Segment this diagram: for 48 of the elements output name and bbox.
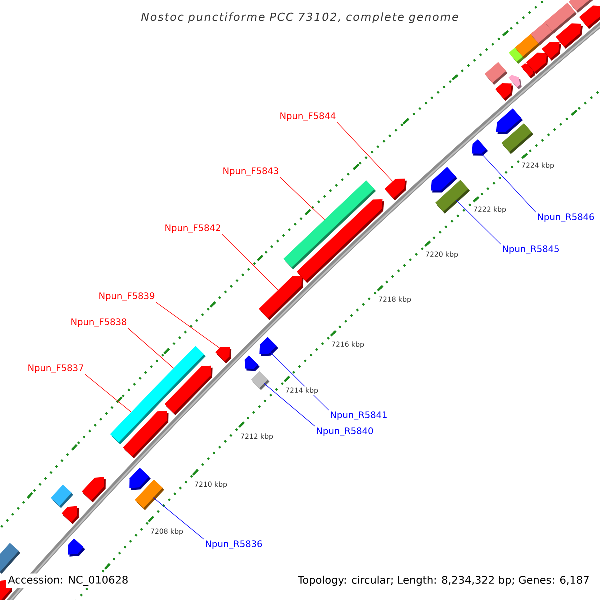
- gene-label: Npun_F5842: [166, 224, 220, 234]
- gene-feature: [384, 178, 407, 201]
- gene-feature: [260, 337, 278, 356]
- gene-feature: [50, 484, 74, 508]
- gene-feature: [556, 24, 584, 50]
- leader-line: [153, 498, 204, 540]
- leader-line: [481, 154, 536, 213]
- gene-feature: [123, 411, 169, 459]
- gene-label: Npun_F5844: [280, 112, 336, 122]
- gene-label: Npun_F5838: [72, 318, 127, 328]
- gene-feature: [296, 200, 384, 284]
- gene-label: Npun_F5839: [100, 292, 155, 302]
- leader-line: [222, 234, 279, 291]
- gene-feature: [508, 75, 522, 90]
- gene-feature: [68, 538, 86, 557]
- leader-line: [264, 383, 316, 427]
- gene-label: Npun_R5845: [503, 246, 559, 254]
- genome-info-text: Topology: circular; Length: 8,234,322 bp; Genes: 6,187: [296, 574, 592, 588]
- title: Nostoc punctiforme PCC 73102, complete genome: [142, 12, 458, 24]
- gene-feature: [496, 84, 514, 102]
- gene-feature: [216, 347, 232, 364]
- gene-label: Npun_R5840: [317, 428, 374, 436]
- leader-line: [337, 122, 394, 182]
- gene-feature: [130, 468, 151, 490]
- gene-feature: [0, 543, 21, 574]
- gene-feature: [259, 276, 304, 320]
- gene-feature: [542, 42, 562, 61]
- accession-text: Accession: NC_010628: [6, 574, 131, 588]
- gene-feature: [484, 62, 508, 86]
- gene-feature: [502, 123, 534, 154]
- gene-feature: [244, 356, 260, 372]
- gene-label: Npun_R5846: [538, 214, 594, 222]
- gene-label: Npun_R5836: [206, 540, 262, 550]
- gene-feature: [62, 506, 79, 524]
- gene-feature: [579, 6, 600, 30]
- gene-label: Npun_R5841: [331, 412, 387, 420]
- gene-label: Npun_F5837: [28, 364, 84, 374]
- gene-feature: [472, 140, 488, 156]
- leader-line: [280, 177, 326, 220]
- leader-line: [85, 374, 132, 413]
- gene-label: Npun_F5843: [224, 168, 278, 176]
- leader-line: [156, 302, 220, 349]
- leader-line: [128, 328, 174, 369]
- gene-feature: [431, 167, 458, 193]
- gene-feature: [251, 371, 270, 390]
- leader-line: [456, 200, 502, 245]
- gene-feature: [164, 366, 213, 416]
- gene-feature: [82, 477, 106, 503]
